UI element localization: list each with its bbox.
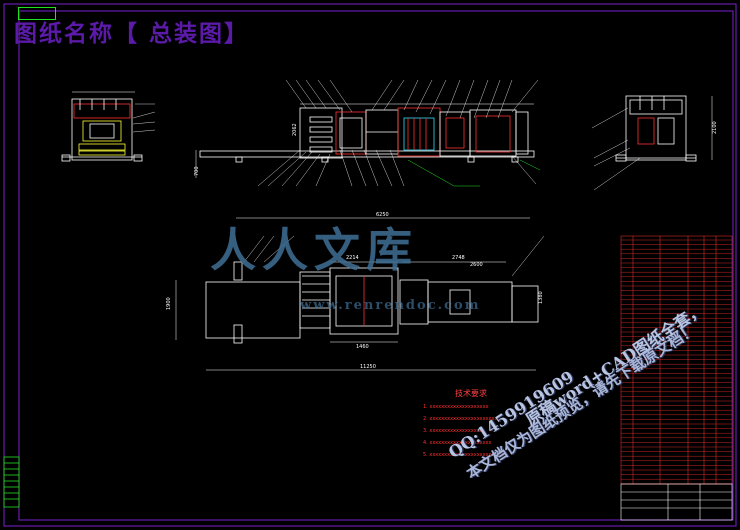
title-block [620, 483, 733, 521]
title-tag-box [18, 7, 56, 20]
left-stamp-column [3, 456, 20, 508]
right-side-view [591, 95, 713, 191]
note-item: 2. xxxxxxxxxxxxxxxxxxxxxxx [423, 416, 498, 422]
left-side-view [61, 91, 156, 162]
technical-notes: 技术要求 1. xxxxxxxxxxxxxxxxxxxx 2. xxxxxxxx… [423, 388, 503, 461]
watermark-url: www.renrendoc.com [300, 298, 481, 313]
note-item: 4. xxxxxxxxxxxxxxxxxxxxx [423, 440, 492, 446]
technical-notes-title: 技术要求 [455, 389, 487, 398]
main-view-leaders [257, 79, 539, 187]
main-front-view [195, 103, 535, 178]
bom-table [620, 235, 733, 485]
bom-rows [621, 239, 732, 484]
outer-frame [3, 3, 737, 527]
inner-frame [18, 10, 734, 521]
note-item: 3. xxxxxxxxxxxxxxxxxx [423, 428, 483, 434]
drawing-title: 图纸名称【 总装图】 [14, 20, 250, 47]
watermark-logo: 人人文库 [210, 223, 418, 277]
plan-view [175, 217, 545, 371]
note-item: 5. xxxxxxxxxxxxxxxxxxxxxxxxx [423, 452, 504, 458]
green-leaders [407, 159, 541, 187]
note-item: 1. xxxxxxxxxxxxxxxxxxxx [423, 404, 489, 410]
